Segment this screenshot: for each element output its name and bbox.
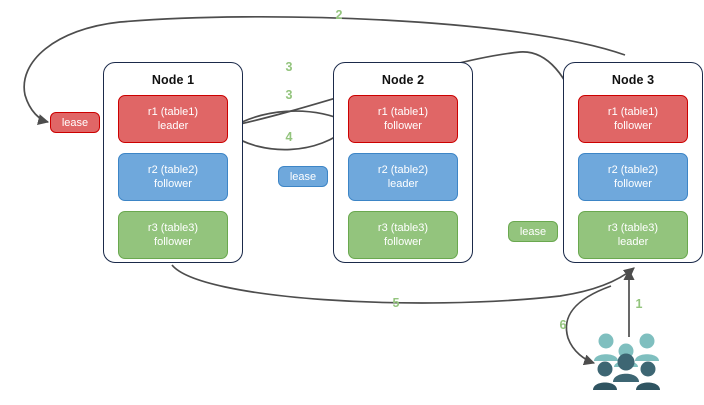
node-box-node1[interactable]: Node 1 r1 (table1) leader r2 (table2) fo… xyxy=(103,62,243,263)
edge-2-path xyxy=(23,16,626,125)
edge-label-2: 2 xyxy=(335,8,343,22)
replica-role: follower xyxy=(614,178,652,190)
replica-node2-r1[interactable]: r1 (table1) follower xyxy=(348,95,458,143)
edge-3-upper-path xyxy=(225,51,581,128)
edge-5-path xyxy=(171,264,635,304)
edge-label-5: 5 xyxy=(392,296,400,310)
edge-3-lower-path xyxy=(226,110,350,131)
replica-node3-r3[interactable]: r3 (table3) leader xyxy=(578,211,688,259)
edge-label-3-lower: 3 xyxy=(285,88,293,102)
edge-label-1: 1 xyxy=(635,297,643,311)
replica-role: follower xyxy=(154,178,192,190)
edge-6-path xyxy=(565,285,612,366)
replica-role: follower xyxy=(614,120,652,132)
replica-name: r2 (table2) xyxy=(147,164,199,176)
replica-role: leader xyxy=(157,120,189,132)
edge-label-3-upper: 3 xyxy=(285,60,293,74)
replica-name: r1 (table1) xyxy=(607,106,659,118)
replica-node1-r1[interactable]: r1 (table1) leader xyxy=(118,95,228,143)
node-title-node1: Node 1 xyxy=(151,73,195,87)
replica-name: r3 (table3) xyxy=(147,222,199,234)
node-box-node3[interactable]: Node 3 r1 (table1) follower r2 (table2) … xyxy=(563,62,703,263)
replica-node3-r1[interactable]: r1 (table1) follower xyxy=(578,95,688,143)
replica-name: r1 (table1) xyxy=(147,106,199,118)
edge-label-4: 4 xyxy=(285,130,293,144)
replica-name: r3 (table3) xyxy=(377,222,429,234)
replica-name: r2 (table2) xyxy=(377,164,429,176)
node-title-node3: Node 3 xyxy=(611,73,655,87)
lease-badge-green[interactable]: lease xyxy=(508,221,558,242)
node-box-node2[interactable]: Node 2 r1 (table1) follower r2 (table2) … xyxy=(333,62,473,263)
replica-node1-r2[interactable]: r2 (table2) follower xyxy=(118,153,228,201)
replica-role: follower xyxy=(154,236,192,248)
users-group-icon xyxy=(593,333,660,390)
replica-role: follower xyxy=(384,236,422,248)
edge-label-6: 6 xyxy=(559,318,567,332)
replica-node2-r3[interactable]: r3 (table3) follower xyxy=(348,211,458,259)
replica-node3-r2[interactable]: r2 (table2) follower xyxy=(578,153,688,201)
replica-node2-r2[interactable]: r2 (table2) leader xyxy=(348,153,458,201)
lease-badge-red[interactable]: lease xyxy=(50,112,100,133)
replica-node1-r3[interactable]: r3 (table3) follower xyxy=(118,211,228,259)
replica-name: r1 (table1) xyxy=(377,106,429,118)
replica-name: r2 (table2) xyxy=(607,164,659,176)
replica-name: r3 (table3) xyxy=(607,222,659,234)
replica-role: follower xyxy=(384,120,422,132)
lease-badge-blue[interactable]: lease xyxy=(278,166,328,187)
replica-role: leader xyxy=(617,236,649,248)
replica-role: leader xyxy=(387,178,419,190)
node-title-node2: Node 2 xyxy=(381,73,425,87)
